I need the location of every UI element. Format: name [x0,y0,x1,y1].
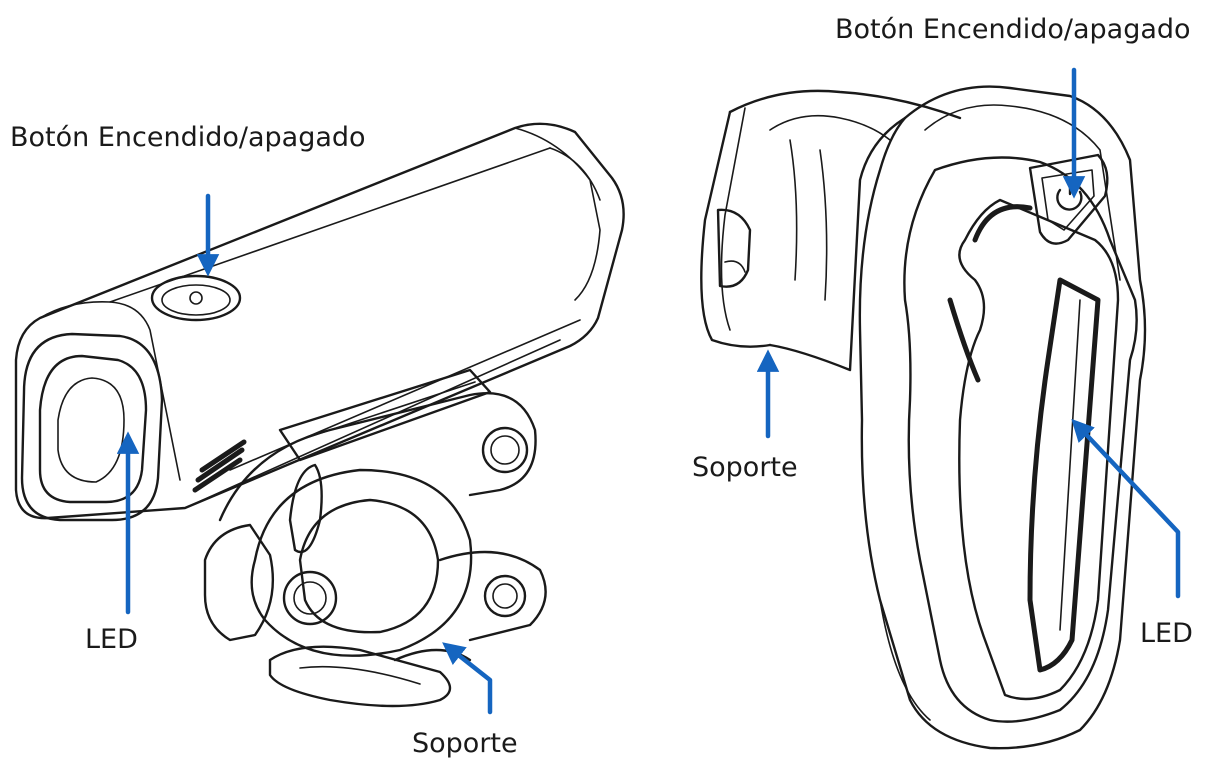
rear-led-label: LED [1140,618,1193,649]
front-led-label: LED [85,624,138,655]
front-mount-label: Soporte [412,728,518,759]
front-light-illustration [14,122,625,708]
front-power-button-label: Botón Encendido/apagado [10,122,366,153]
callout-arrows [116,67,1181,715]
rear-power-button-label: Botón Encendido/apagado [835,14,1191,45]
arrow-front-mount [442,642,493,715]
arrow-rear-led [1071,418,1181,599]
rear-mount-label: Soporte [692,452,798,483]
